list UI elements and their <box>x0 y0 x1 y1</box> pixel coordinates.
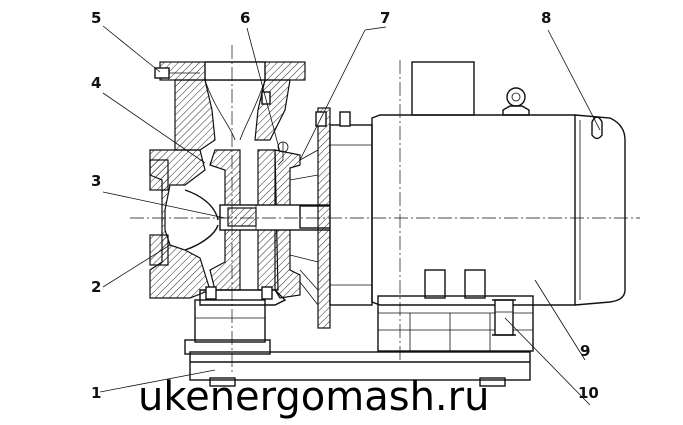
callout-1: 1 <box>91 384 101 402</box>
callout-10: 10 <box>578 384 599 402</box>
centre-lines <box>130 45 640 375</box>
base-frame <box>184 295 534 387</box>
callout-2: 2 <box>91 278 101 296</box>
callout-9: 9 <box>580 342 590 360</box>
callout-7: 7 <box>380 9 390 27</box>
callout-labels: 5 4 3 2 1 6 7 8 9 10 <box>91 9 599 402</box>
callout-8: 8 <box>541 9 551 27</box>
callout-3: 3 <box>91 172 101 190</box>
watermark-text: ukenergomash.ru <box>138 374 489 420</box>
leader-lines <box>99 25 601 406</box>
electric-motor <box>371 61 626 336</box>
motor-adapter <box>289 107 373 329</box>
pump-casing <box>149 61 306 306</box>
callout-6: 6 <box>240 9 250 27</box>
callout-4: 4 <box>91 74 101 92</box>
callout-5: 5 <box>91 9 101 27</box>
